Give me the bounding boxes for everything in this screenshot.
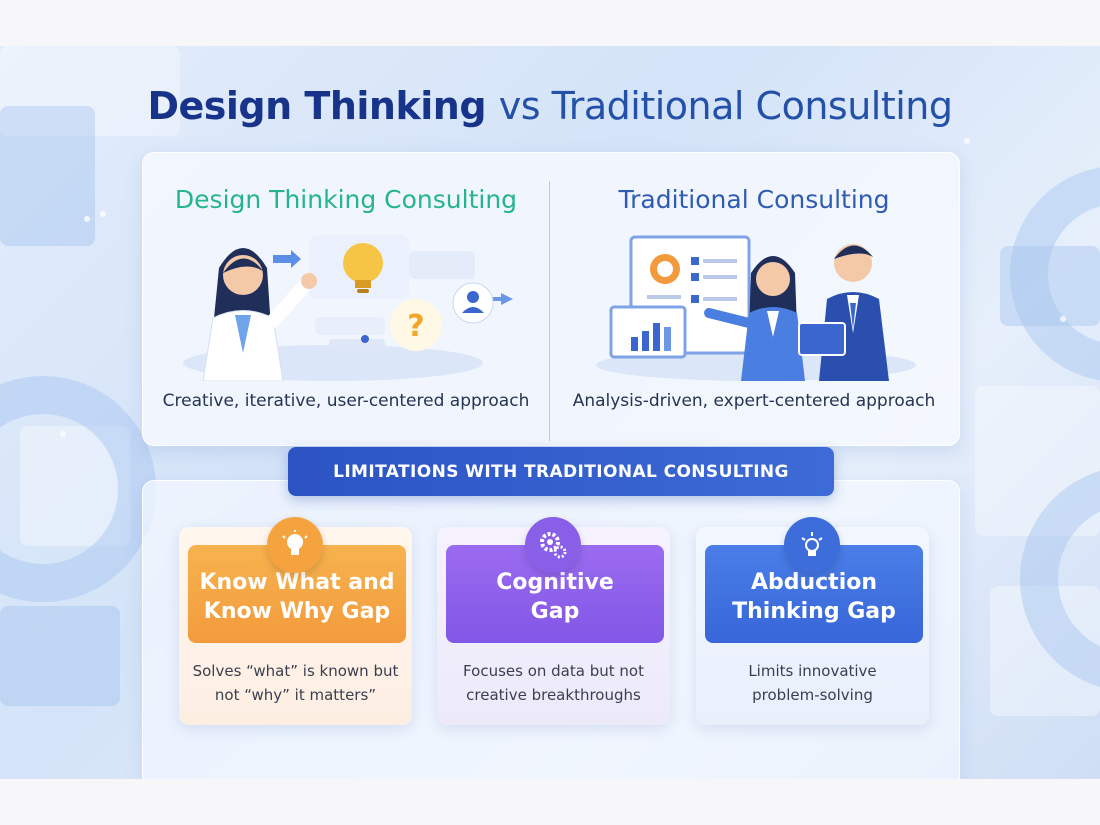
- limitations-banner: LIMITATIONS WITH TRADITIONAL CONSULTING: [288, 447, 834, 496]
- consultant-woman-illustration: [704, 256, 805, 381]
- infographic-canvas: Design Thinking vs Traditional Consultin…: [0, 46, 1100, 779]
- column-divider: [549, 181, 550, 441]
- idea-bulb-icon: [784, 517, 840, 573]
- design-thinking-illustration: ?: [183, 235, 513, 381]
- design-thinking-column: Design Thinking Consulting: [143, 153, 549, 445]
- lightbulb-icon: [267, 517, 323, 573]
- page-title: Design Thinking vs Traditional Consultin…: [0, 84, 1100, 128]
- lightbulb-icon: [343, 243, 383, 293]
- design-thinking-heading: Design Thinking Consulting: [174, 185, 518, 214]
- svg-text:?: ?: [407, 309, 424, 344]
- question-icon: ?: [390, 299, 442, 351]
- consultant-woman-illustration: [202, 248, 317, 381]
- design-thinking-description: Creative, iterative, user-centered appro…: [162, 391, 530, 411]
- user-icon: [452, 282, 494, 324]
- traditional-column: Traditional Consulting: [551, 153, 957, 445]
- traditional-illustration: [596, 235, 916, 381]
- traditional-description: Analysis-driven, expert-centered approac…: [572, 391, 936, 411]
- gears-icon: [525, 517, 581, 573]
- title-strong: Design Thinking: [147, 84, 487, 128]
- consultant-man-illustration: [798, 244, 889, 381]
- comparison-panel: Design Thinking Consulting: [142, 152, 960, 446]
- title-rest: vs Traditional Consulting: [498, 84, 953, 128]
- bar-chart-screen-illustration: [609, 305, 687, 359]
- traditional-heading: Traditional Consulting: [618, 185, 890, 214]
